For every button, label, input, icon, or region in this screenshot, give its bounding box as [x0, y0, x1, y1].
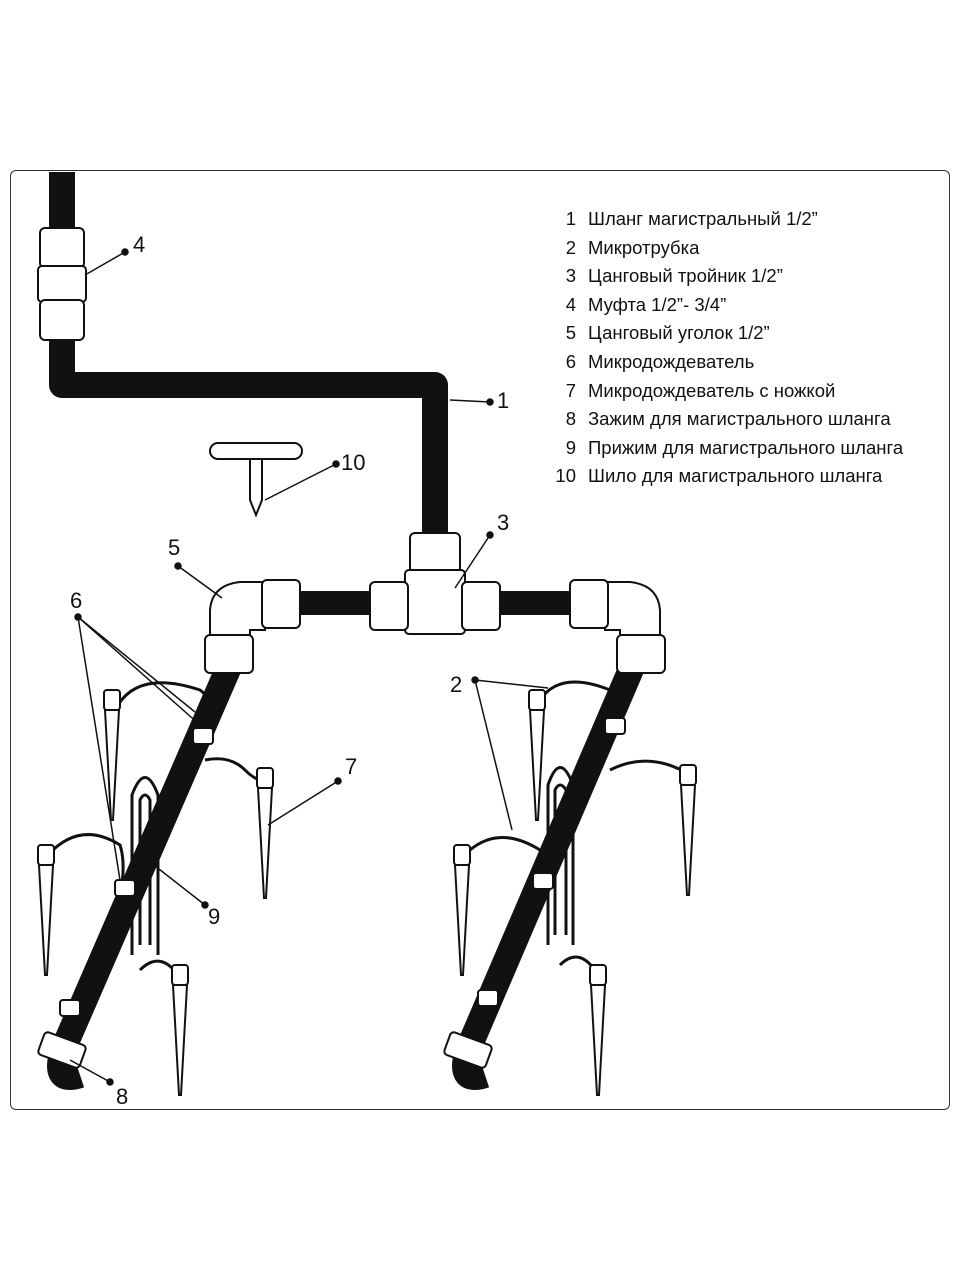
- legend: 1 Шланг магистральный 1/2” 2 Микротрубка 3…: [552, 205, 903, 491]
- callout-1: 1: [497, 388, 509, 413]
- sprinkler-stake: [528, 689, 546, 821]
- callout-10: 10: [341, 450, 365, 475]
- legend-item: 10 Шило для магистрального шланга: [552, 462, 903, 491]
- legend-label: Шило для магистрального шланга: [588, 465, 883, 487]
- callout-6: 6: [70, 588, 82, 613]
- legend-label: Микродождеватель с ножкой: [588, 379, 836, 401]
- legend-number: 1: [565, 208, 576, 229]
- coupling-fitting: [37, 227, 87, 341]
- sprinkler-stake: [589, 964, 607, 1096]
- legend-label: Прижим для магистрального шланга: [588, 436, 904, 458]
- awl-tool: [209, 442, 303, 518]
- sprinkler-stake: [256, 767, 274, 899]
- legend-number: 10: [555, 465, 576, 487]
- legend-number: 9: [565, 436, 576, 458]
- tee-fitting: [369, 532, 501, 635]
- callout-9: 9: [208, 904, 220, 929]
- legend-number: 8: [565, 408, 576, 430]
- legend-number: 3: [565, 265, 576, 287]
- legend-number: 6: [565, 350, 576, 372]
- legend-item: 3 Цанговый тройник 1/2”: [552, 262, 903, 291]
- hose-end-clamp: [37, 1031, 493, 1069]
- legend-number: 5: [565, 322, 576, 344]
- elbow-fitting-right: [569, 579, 666, 674]
- legend-item: 9 Прижим для магистрального шланга: [552, 434, 903, 463]
- hose-sprinkler-heads: [59, 717, 626, 1017]
- legend-item: 5 Цанговый уголок 1/2”: [552, 319, 903, 348]
- diagram-frame: [10, 170, 950, 1110]
- callout-7: 7: [345, 754, 357, 779]
- legend-label: Микродождеватель: [588, 350, 755, 372]
- legend-item: 1 Шланг магистральный 1/2”: [552, 205, 903, 234]
- legend-item: 8 Зажим для магистрального шланга: [552, 405, 903, 434]
- sprinkler-stake: [453, 844, 471, 976]
- sprinkler-stake: [103, 689, 121, 821]
- legend-label: Микротрубка: [588, 236, 700, 258]
- legend-item: 2 Микротрубка: [552, 234, 903, 263]
- legend-label: Цанговый тройник 1/2”: [588, 265, 783, 287]
- legend-item: 7 Микродождеватель с ножкой: [552, 377, 903, 406]
- legend-label: Цанговый уголок 1/2”: [588, 322, 770, 344]
- legend-item: 4 Муфта 1/2”- 3/4”: [552, 291, 903, 320]
- hold-down-stake: [130, 766, 575, 955]
- legend-label: Муфта 1/2”- 3/4”: [588, 293, 727, 315]
- legend-label: Шланг магистральный 1/2”: [588, 208, 818, 229]
- legend-number: 4: [565, 293, 576, 315]
- callout-2: 2: [450, 672, 462, 697]
- callout-5: 5: [168, 535, 180, 560]
- legend-number: 2: [565, 236, 576, 258]
- left-hose: [47, 654, 244, 1090]
- legend-item: 6 Микродождеватель: [552, 348, 903, 377]
- sprinkler-stakes: [37, 689, 697, 1096]
- sprinkler-stake: [171, 964, 189, 1096]
- sprinkler-stake: [679, 764, 697, 896]
- callout-3: 3: [497, 510, 509, 535]
- legend-number: 7: [565, 379, 576, 401]
- sprinkler-stake: [37, 844, 55, 976]
- legend-label: Зажим для магистрального шланга: [588, 408, 891, 430]
- callout-4: 4: [133, 232, 145, 257]
- callout-8: 8: [116, 1084, 128, 1109]
- elbow-fitting-left: [204, 579, 301, 674]
- main-hose: [49, 172, 448, 540]
